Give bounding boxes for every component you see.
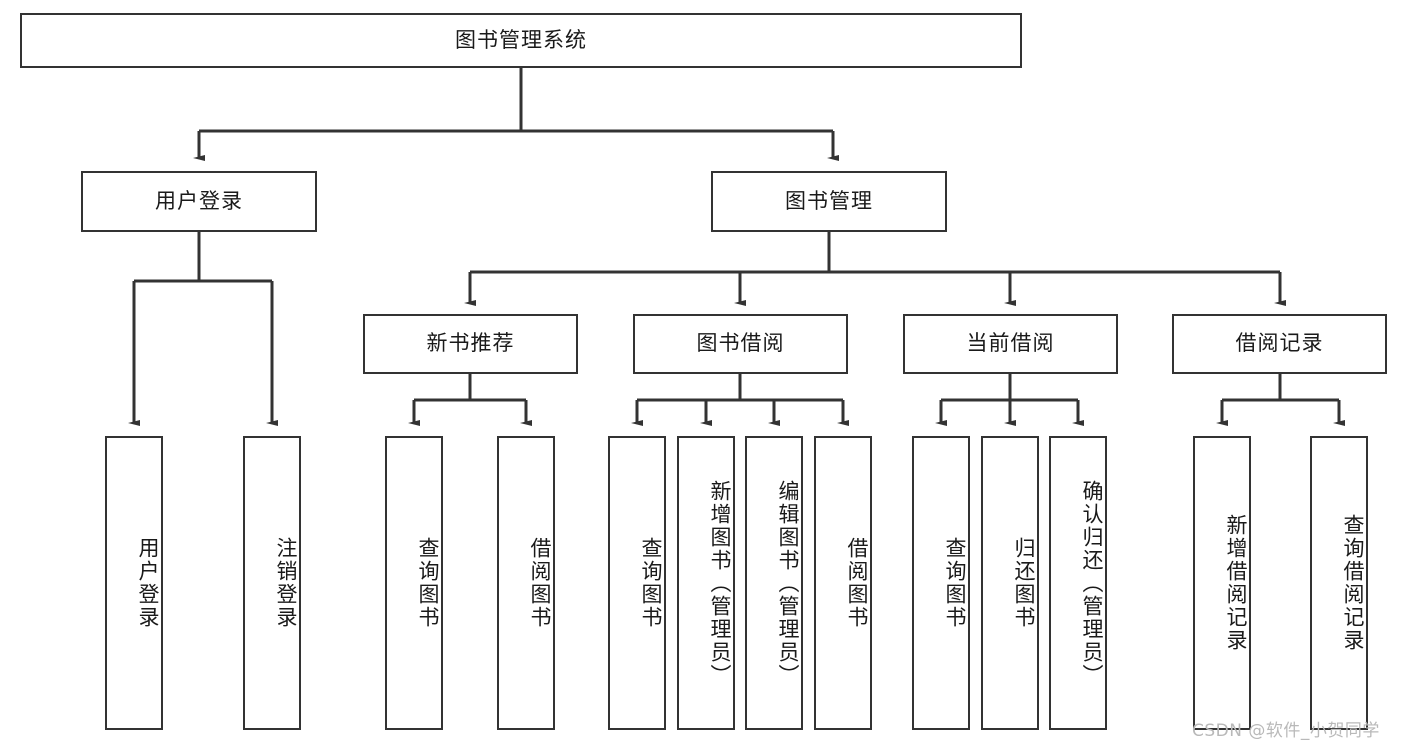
leaf-new-book-borrow-book[interactable]: 借阅图书	[497, 436, 555, 730]
node-label: 注销登录	[274, 537, 298, 629]
node-label: 图书管理系统	[455, 27, 587, 52]
leaf-user-login-login[interactable]: 用户登录	[105, 436, 163, 730]
node-label: 查询图书	[416, 537, 440, 629]
leaf-current-borrow-confirm-return-admin[interactable]: 确认归还（管理员）	[1049, 436, 1107, 730]
node-label: 图书借阅	[696, 331, 785, 356]
node-root-book-management-system[interactable]: 图书管理系统	[20, 13, 1022, 68]
leaf-new-book-query-book[interactable]: 查询图书	[385, 436, 443, 730]
node-book-borrow[interactable]: 图书借阅	[633, 314, 848, 374]
node-label: 新增借阅记录	[1224, 514, 1248, 652]
node-label: 查询图书	[943, 537, 967, 629]
node-label: 归还图书	[1012, 537, 1036, 629]
leaf-book-borrow-add-book-admin[interactable]: 新增图书（管理员）	[677, 436, 735, 730]
node-label: 新书推荐	[426, 331, 515, 356]
node-book-management[interactable]: 图书管理	[711, 171, 947, 232]
node-label: 借阅图书	[845, 537, 869, 629]
node-new-book-recommend[interactable]: 新书推荐	[363, 314, 578, 374]
node-current-borrow[interactable]: 当前借阅	[903, 314, 1118, 374]
node-label: 图书管理	[785, 188, 873, 213]
csdn-watermark: CSDN @软件_小贺同学	[1192, 721, 1380, 741]
node-label: 编辑图书（管理员）	[776, 479, 800, 687]
leaf-borrow-record-add-record[interactable]: 新增借阅记录	[1193, 436, 1251, 730]
leaf-user-login-logout[interactable]: 注销登录	[243, 436, 301, 730]
node-label: 查询图书	[639, 537, 663, 629]
node-label: 确认归还（管理员）	[1080, 479, 1104, 687]
node-label: 用户登录	[136, 537, 160, 629]
node-label: 查询借阅记录	[1341, 514, 1365, 652]
node-label: 借阅图书	[528, 537, 552, 629]
leaf-current-borrow-query-book[interactable]: 查询图书	[912, 436, 970, 730]
node-label: 用户登录	[155, 188, 243, 213]
leaf-book-borrow-edit-book-admin[interactable]: 编辑图书（管理员）	[745, 436, 803, 730]
leaf-book-borrow-borrow-book[interactable]: 借阅图书	[814, 436, 872, 730]
node-label: 新增图书（管理员）	[708, 479, 732, 687]
leaf-book-borrow-query-book[interactable]: 查询图书	[608, 436, 666, 730]
leaf-current-borrow-return-book[interactable]: 归还图书	[981, 436, 1039, 730]
leaf-borrow-record-query-record[interactable]: 查询借阅记录	[1310, 436, 1368, 730]
node-label: 当前借阅	[966, 331, 1055, 356]
node-label: 借阅记录	[1235, 331, 1324, 356]
node-borrow-record[interactable]: 借阅记录	[1172, 314, 1387, 374]
node-user-login[interactable]: 用户登录	[81, 171, 317, 232]
